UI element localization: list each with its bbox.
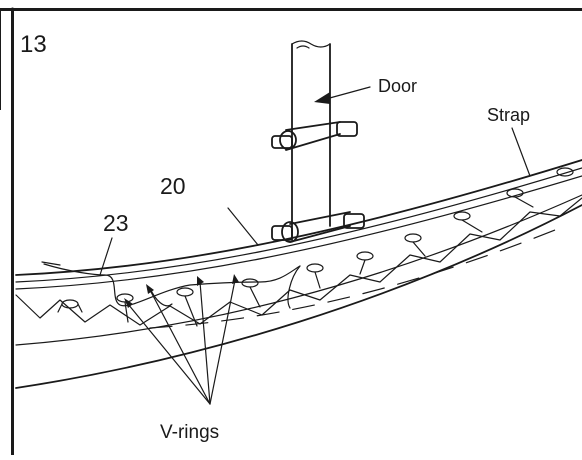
spring-hook xyxy=(176,287,198,327)
door-arrow xyxy=(314,86,371,104)
spring-hooks xyxy=(57,167,574,327)
strap-label: Strap xyxy=(487,105,530,125)
spring-zigzag xyxy=(15,197,582,326)
spring-hook xyxy=(404,233,426,257)
spring-hook xyxy=(453,211,483,233)
frame-rail xyxy=(15,159,582,290)
part-20-label: 20 xyxy=(160,173,186,199)
spring-hook xyxy=(306,263,324,289)
door-clamp-upper xyxy=(271,121,358,151)
spring-hook xyxy=(241,278,261,308)
spring-hook xyxy=(57,299,83,313)
spring-hook xyxy=(356,251,374,275)
part-20-leader xyxy=(227,207,259,246)
strap-leader xyxy=(511,127,531,177)
strap-loop xyxy=(41,261,301,309)
v-rings-label: V-rings xyxy=(160,422,219,443)
part-23-label: 23 xyxy=(103,210,129,236)
mat-edge-lines xyxy=(15,194,582,389)
door-label: Door xyxy=(378,76,417,96)
spring-hook xyxy=(506,188,534,208)
part-23-leader xyxy=(99,237,113,276)
step-number: 13 xyxy=(20,31,47,58)
door-clamp-lower xyxy=(271,211,365,243)
spring-hook xyxy=(556,167,574,177)
v-rings-leaders xyxy=(124,274,239,405)
